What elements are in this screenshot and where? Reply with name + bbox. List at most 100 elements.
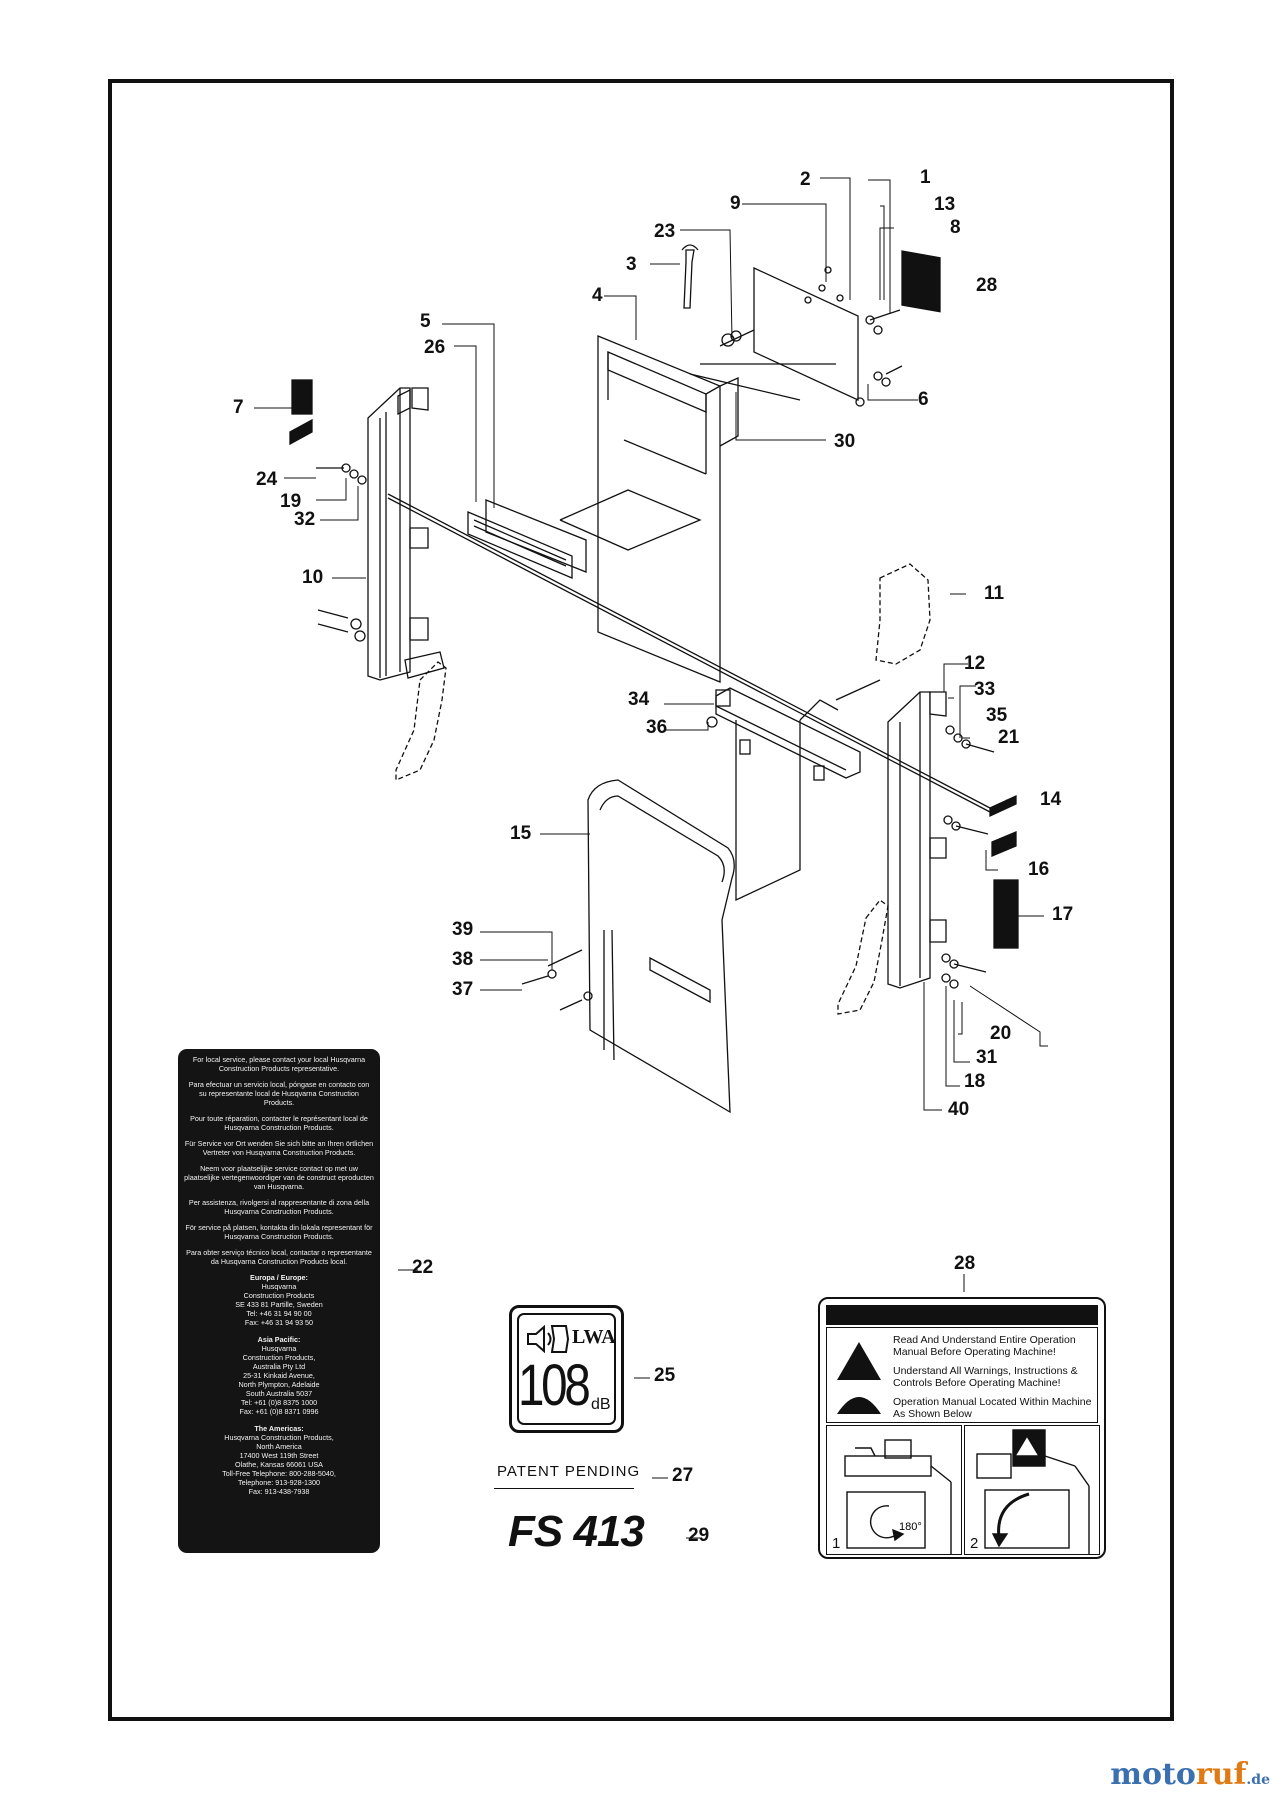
bottom-left-fasteners: [521, 949, 593, 1011]
callout-12: 12: [964, 653, 986, 674]
rotate-manual-illustration: 180°: [844, 1439, 952, 1554]
hinge-part: [719, 329, 755, 347]
warning-decal: Read And Understand Entire Operation Man…: [818, 1297, 1106, 1559]
warning-header-bar: [826, 1305, 1098, 1325]
top-cover-plate: [689, 266, 859, 402]
callout-7: 7: [233, 397, 244, 418]
warning-line-1: Read And Understand Entire Operation Man…: [893, 1334, 1076, 1358]
callout-22: 22: [412, 1257, 434, 1278]
address-line: SE 433 81 Partille, Sweden: [235, 1300, 323, 1309]
address-line: Tel: +46 31 94 90 00: [246, 1309, 312, 1318]
callout-23: 23: [654, 221, 676, 242]
decal-16: [991, 831, 1017, 857]
callout-17: 17: [1052, 904, 1074, 925]
patent-underline: [494, 1488, 634, 1489]
region-europe: Europa / Europe: Husqvarna Construction …: [184, 1273, 374, 1327]
region-asia-pacific: Asia Pacific: Husqvarna Construction Pro…: [184, 1335, 374, 1416]
callout-38: 38: [452, 949, 474, 970]
address-line: Husqvarna: [261, 1344, 297, 1353]
callout-16: 16: [1028, 859, 1050, 880]
decal-7b: [289, 418, 313, 446]
sound-power-label: LWA: [572, 1326, 616, 1348]
step-number-one: 1: [832, 1535, 841, 1552]
leader-lines: [254, 177, 1048, 1539]
warning-line-2: Understand All Warnings, Instructions & …: [893, 1365, 1078, 1389]
decal-14: [989, 794, 1017, 818]
callout-21: 21: [998, 727, 1020, 748]
callout-28-decal: 28: [954, 1253, 976, 1274]
address-line: Tel: +61 (0)8 8375 1000: [240, 1398, 318, 1407]
callout-24: 24: [256, 469, 278, 490]
read-manual-icon: [837, 1342, 881, 1414]
callout-20: 20: [990, 1023, 1012, 1044]
callout-6: 6: [918, 389, 929, 410]
region-americas: The Americas: Husqvarna Construction Pro…: [184, 1424, 374, 1496]
patent-pending-decal: PATENT PENDING: [497, 1463, 641, 1480]
callout-13: 13: [934, 194, 956, 215]
decal-28-small: [901, 250, 941, 313]
callout-11: 11: [984, 583, 1005, 604]
callout-40: 40: [948, 1099, 970, 1120]
left-fasteners: [316, 463, 367, 642]
address-line: Husqvarna Construction Products,: [224, 1433, 334, 1442]
callout-28-top: 28: [976, 275, 998, 296]
callout-19: 19: [280, 491, 302, 512]
ghost-handle-right: [837, 899, 889, 1015]
address-line: Toll-Free Telephone: 800-288-5040,: [222, 1469, 336, 1478]
address-line: 25-31 Kinkaid Avenue,: [243, 1371, 315, 1380]
address-line: Olathe, Kansas 66061 USA: [235, 1460, 323, 1469]
notice-french: Pour toute réparation, contacter le repr…: [190, 1114, 368, 1132]
speaker-icon: [527, 1324, 570, 1354]
callout-1: 1: [920, 167, 931, 188]
address-line: Australia Pty Ltd: [252, 1362, 306, 1371]
guide-rails: [467, 499, 587, 579]
rotation-label: 180°: [899, 1521, 922, 1533]
model-name-decal: FS 413: [508, 1507, 645, 1556]
address-line: South Australia 5037: [245, 1389, 313, 1398]
dealer-contact-decal: For local service, please contact your l…: [178, 1049, 380, 1553]
address-line: Telephone: 913-928-1300: [238, 1478, 320, 1487]
region-name: The Americas:: [254, 1424, 304, 1433]
watermark-part-b: ruf: [1195, 1757, 1247, 1792]
right-column-part: [887, 691, 947, 989]
address-line: Husqvarna: [261, 1282, 297, 1291]
callout-32: 32: [294, 509, 316, 530]
callout-30: 30: [834, 431, 856, 452]
callout-4: 4: [592, 285, 603, 306]
right-fasteners: [941, 725, 995, 989]
notice-swedish: För service på platsen, kontakta din lok…: [185, 1223, 373, 1241]
address-line: Fax: +46 31 94 93 50: [244, 1318, 314, 1327]
sound-power-value: 108: [518, 1353, 591, 1418]
center-frame-part: [597, 335, 721, 683]
watermark-part-a: moto: [1110, 1757, 1196, 1792]
callout-10: 10: [302, 567, 324, 588]
address-line: 17400 West 119th Street: [239, 1451, 319, 1460]
notice-spanish: Para efectuar un servicio local, póngase…: [188, 1080, 370, 1107]
noise-level-decal: LWA 108 dB: [509, 1305, 624, 1433]
callout-26: 26: [424, 337, 446, 358]
warning-text-box: Read And Understand Entire Operation Man…: [826, 1327, 1098, 1423]
ghost-handle-left: [395, 661, 447, 781]
manual-location-step-two: 2: [964, 1425, 1100, 1555]
notice-english: For local service, please contact your l…: [192, 1055, 366, 1073]
callout-3: 3: [626, 254, 637, 275]
address-line: Construction Products: [243, 1291, 315, 1300]
front-cover-part: [587, 779, 735, 1114]
callout-2: 2: [800, 169, 811, 190]
insert-manual-illustration: [976, 1429, 1090, 1554]
drawing-frame: [108, 79, 1174, 1721]
callout-18: 18: [964, 1071, 986, 1092]
address-line: Fax: +61 (0)8 8371 0996: [239, 1407, 319, 1416]
decal-7a: [291, 379, 313, 415]
callout-9: 9: [730, 193, 741, 214]
callout-36: 36: [646, 717, 668, 738]
region-name: Europa / Europe:: [250, 1273, 308, 1282]
notice-german: Für Service vor Ort wenden Sie sich bitt…: [184, 1139, 374, 1157]
site-watermark: motoruf.de: [1110, 1757, 1270, 1792]
step-number-two: 2: [970, 1535, 979, 1552]
callout-5: 5: [420, 311, 431, 332]
address-line: North America: [256, 1442, 302, 1451]
axle-rod: [387, 493, 991, 809]
callout-14: 14: [1040, 789, 1062, 810]
